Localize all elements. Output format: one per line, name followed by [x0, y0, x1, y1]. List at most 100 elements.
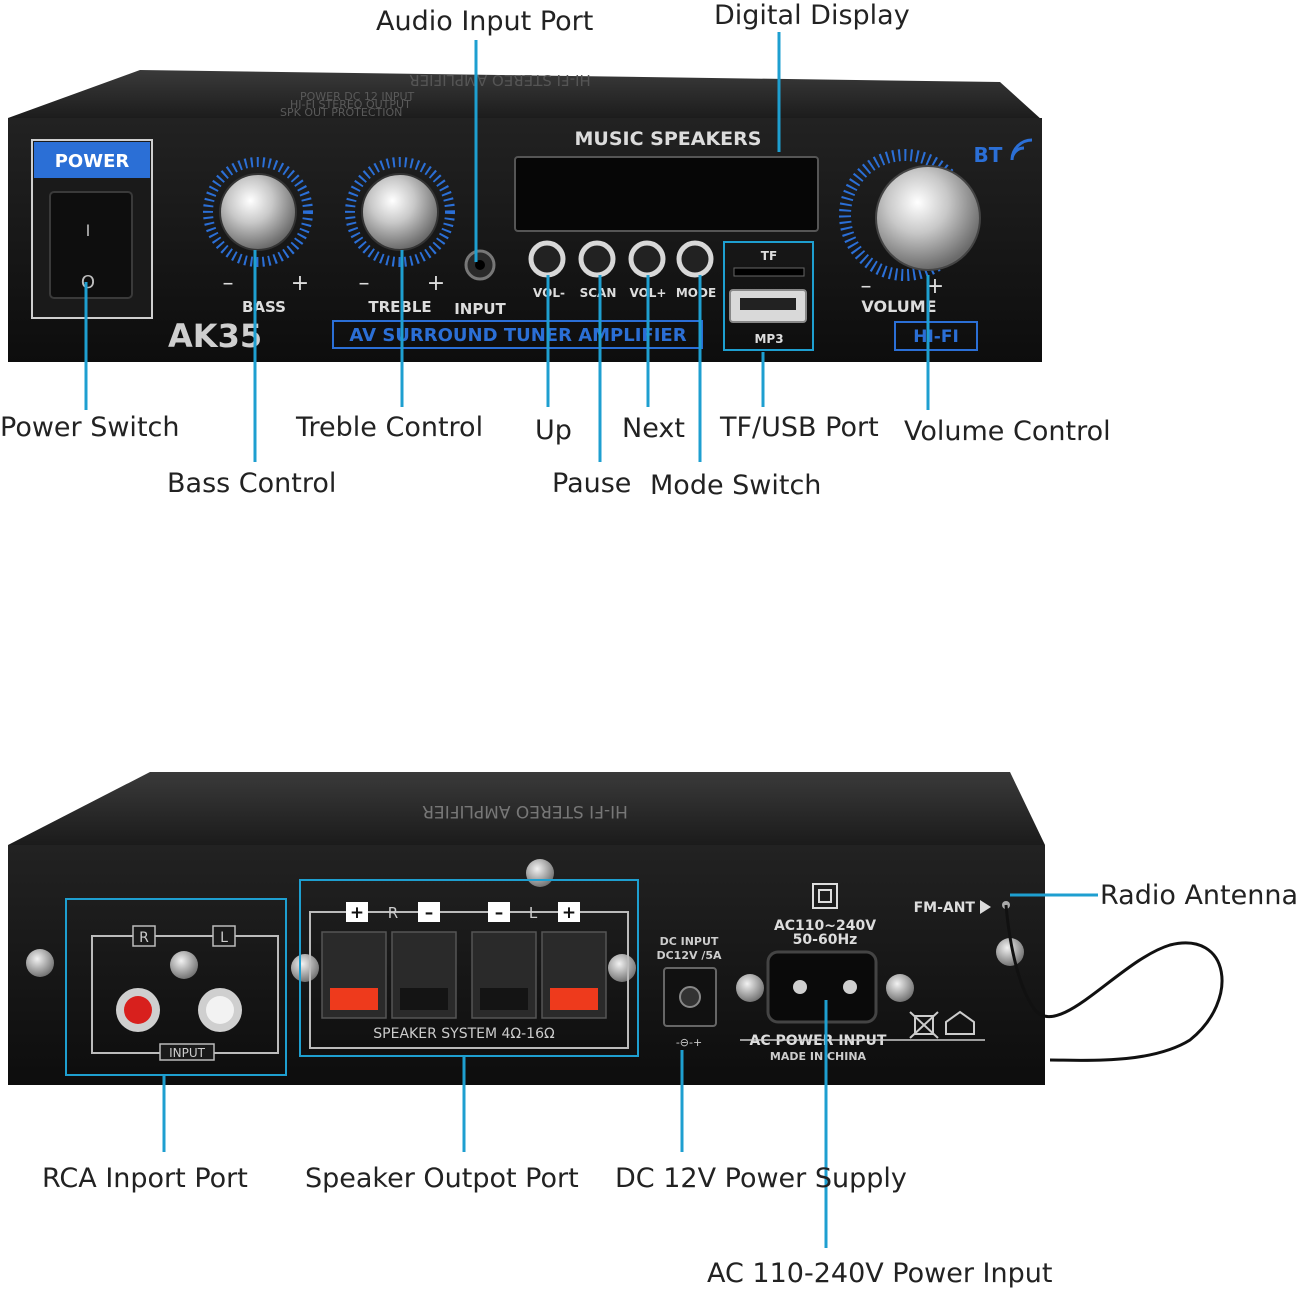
treble-plus: + — [427, 271, 445, 296]
callout-volume-control: Volume Control — [904, 416, 1111, 447]
leader-lines — [84, 32, 1098, 1248]
callout-rca-inport-port: RCA Inport Port — [42, 1163, 248, 1194]
vol-minus-button[interactable] — [528, 240, 566, 278]
rca-r-tag — [132, 925, 156, 947]
screw-speaker-left — [291, 954, 319, 982]
speaker-terminal-4-clip — [550, 988, 598, 1010]
model-label: AK35 — [168, 317, 262, 355]
hifi-plate — [894, 321, 978, 351]
power-switch-on-mark: I — [86, 221, 91, 240]
callout-audio-input-port: Audio Input Port — [376, 6, 594, 37]
bass-minus: – — [223, 271, 234, 296]
volume-plus: + — [926, 274, 944, 299]
screw-ac-right — [886, 974, 914, 1002]
speaker-minus-l-mark: – — [495, 903, 504, 923]
treble-label: TREBLE — [368, 298, 431, 316]
banner-plate — [332, 320, 703, 349]
rca-right-jack-insert — [124, 996, 152, 1024]
speaker-terminal-3-clip — [480, 988, 528, 1010]
double-insulation-icon — [812, 883, 838, 909]
front-top-print-line1: POWER DC 12 INPUT — [300, 90, 415, 103]
ac-power-socket[interactable] — [766, 950, 878, 1024]
ac-power-input-label: AC POWER INPUT — [750, 1033, 887, 1049]
tf-usb-highlight-box — [723, 241, 814, 351]
speaker-terminal-2-clip — [400, 988, 448, 1010]
speaker-minus-r-tag — [418, 902, 440, 922]
screw-ac-left — [736, 974, 764, 1002]
front-unit: HI-FI STEREO AMPLIFIER POWER DC 12 INPUT… — [8, 70, 1042, 362]
speaker-plus-r-tag — [346, 902, 368, 922]
dc-power-jack-hole — [679, 986, 701, 1008]
scan-button[interactable] — [578, 240, 616, 278]
speaker-system-label: SPEAKER SYSTEM 4Ω-16Ω — [373, 1026, 555, 1042]
screw-top — [526, 859, 554, 887]
bass-plus: + — [291, 271, 309, 296]
front-top-cover — [8, 70, 1042, 120]
weee-bin-icon — [909, 1011, 939, 1039]
volume-minus: – — [861, 274, 872, 299]
screw-rca-center — [170, 951, 198, 979]
rca-l-tag — [212, 925, 236, 947]
audio-input-jack-hole — [475, 260, 485, 270]
treble-knob-ring — [345, 157, 455, 267]
power-switch-off-mark: O — [81, 272, 95, 293]
fm-ant-arrow-icon — [980, 900, 991, 914]
screw-right — [996, 938, 1024, 966]
screw-speaker-right — [608, 954, 636, 982]
callout-bass-control: Bass Control — [167, 468, 337, 499]
rear-top-print: HI-FI STEREO AMPLIFIER — [422, 801, 628, 821]
double-insulation-icon-inner — [818, 889, 832, 903]
callout-tf-usb-port: TF/USB Port — [720, 412, 879, 443]
callout-power-switch: Power Switch — [0, 412, 180, 443]
speaker-inner-frame — [309, 911, 629, 1049]
tf-card-slot[interactable] — [733, 267, 805, 277]
callout-mode-switch: Mode Switch — [650, 470, 822, 501]
bass-knob[interactable] — [219, 173, 297, 251]
power-label: POWER — [55, 151, 130, 172]
dc-input-line1: DC INPUT — [660, 935, 719, 948]
digital-display — [514, 156, 819, 232]
fm-ant-label: FM-ANT — [914, 900, 976, 916]
dc-input-line2: DC12V /5A — [656, 949, 722, 962]
bass-label: BASS — [242, 298, 286, 316]
ac-socket-pin-right — [843, 980, 857, 994]
callout-digital-display: Digital Display — [714, 0, 910, 31]
speaker-plus-l-tag — [558, 902, 580, 922]
speaker-plus-r-mark: + — [350, 903, 364, 923]
vol-plus-button[interactable] — [628, 240, 666, 278]
treble-minus: – — [359, 271, 370, 296]
radio-antenna-wire — [1004, 904, 1224, 1062]
callout-up: Up — [535, 415, 572, 446]
rca-highlight-box — [65, 898, 287, 1076]
bass-knob-ring — [203, 157, 313, 267]
front-top-print-title: HI-FI STEREO AMPLIFIER — [409, 71, 591, 89]
volume-knob[interactable] — [875, 165, 981, 271]
display-title: MUSIC SPEAKERS — [575, 128, 762, 150]
callout-dc-12v-power-supply: DC 12V Power Supply — [615, 1163, 907, 1194]
rear-unit: HI-FI STEREO AMPLIFIER R L INPUT + R – — [8, 772, 1224, 1085]
tf-label: TF — [761, 249, 777, 263]
dc-polarity-label: -⊖-+ — [676, 1036, 702, 1049]
speaker-terminal-1-clip — [330, 988, 378, 1010]
speaker-minus-l-tag — [488, 902, 510, 922]
speaker-r-label: R — [388, 904, 398, 922]
treble-knob[interactable] — [361, 173, 439, 251]
made-in-label: MADE IN CHINA — [770, 1050, 867, 1063]
callout-speaker-outpot-port: Speaker Outpot Port — [305, 1163, 579, 1194]
mode-button[interactable] — [676, 240, 714, 278]
usb-port-tongue — [740, 298, 796, 310]
ac-voltage-label: AC110~240V — [774, 918, 876, 934]
power-label-plate — [34, 142, 150, 178]
bt-signal-icon — [1010, 138, 1033, 161]
callout-radio-antenna: Radio Antenna — [1100, 880, 1296, 911]
hifi-label: HI-FI — [913, 327, 959, 347]
mode-label: MODE — [676, 286, 716, 300]
power-rocker-switch[interactable] — [49, 191, 133, 299]
rca-left-jack-insert — [206, 996, 234, 1024]
front-top-print-line2: HI-FI STEREO OUTPUT — [290, 98, 411, 111]
speaker-plus-l-mark: + — [562, 903, 576, 923]
mp3-label: MP3 — [754, 332, 783, 346]
callout-treble-control: Treble Control — [296, 412, 484, 443]
